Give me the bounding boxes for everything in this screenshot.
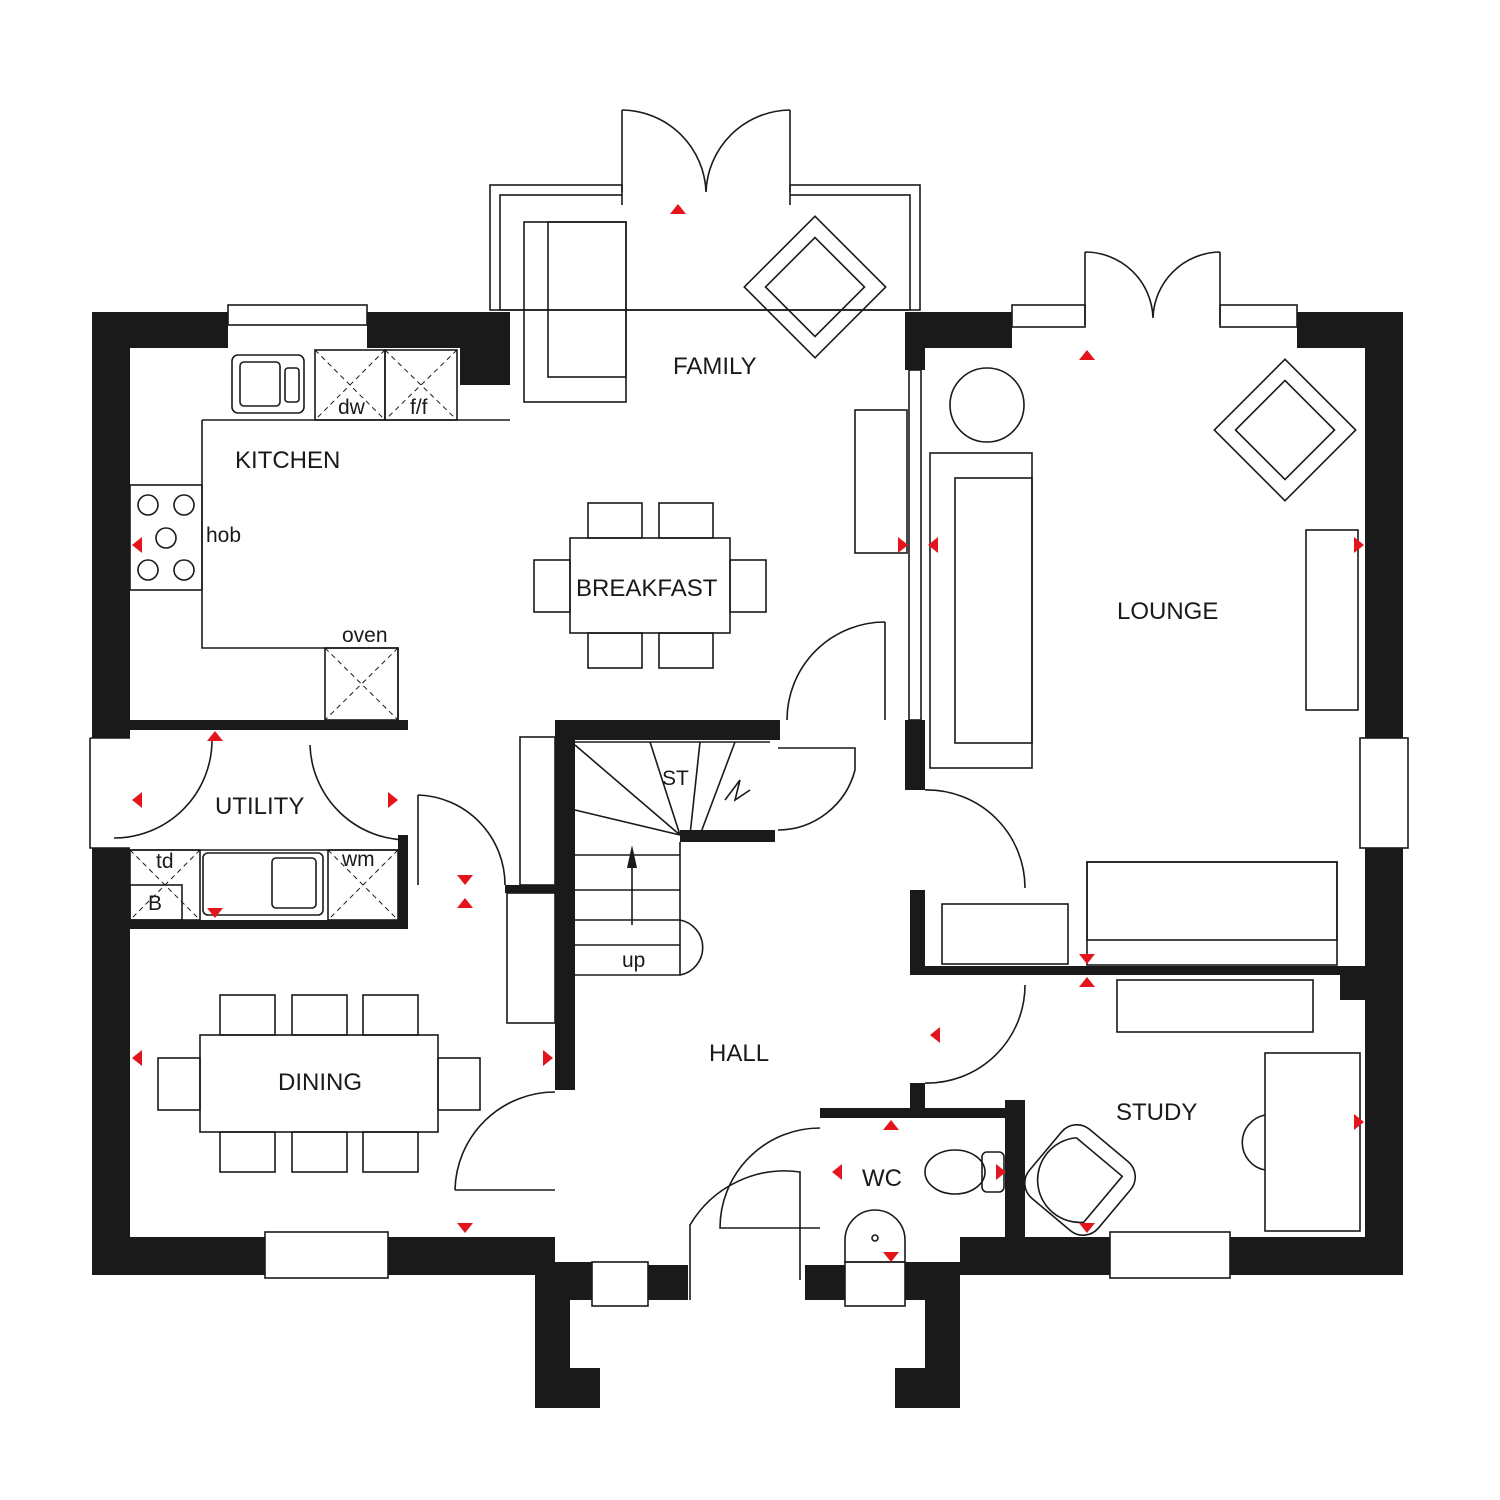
oven-label: oven: [342, 624, 388, 647]
boiler-label: B: [148, 892, 162, 915]
room-label-family: FAMILY: [673, 353, 757, 380]
room-label-breakfast: BREAKFAST: [576, 575, 718, 602]
room-label-wc: WC: [862, 1165, 902, 1192]
electrical-markers: [132, 204, 1364, 1262]
stairs-up-label: up: [622, 949, 645, 972]
room-label-lounge: LOUNGE: [1117, 598, 1218, 625]
fridge-freezer-label: f/f: [410, 396, 428, 419]
internal-walls: [130, 348, 1365, 1237]
store-label: ST: [662, 767, 689, 790]
tumble-dryer-label: td: [156, 850, 174, 873]
external-walls: [92, 312, 1403, 1408]
washing-machine-label: wm: [341, 848, 375, 871]
windows: [227, 251, 1409, 1307]
dishwasher-label: dw: [338, 396, 366, 419]
doors: [89, 621, 1026, 1300]
furniture: [157, 215, 1361, 1263]
room-label-utility: UTILITY: [215, 793, 304, 820]
utility-units: [129, 849, 399, 921]
family-extension-frame: [489, 109, 921, 311]
room-label-hall: HALL: [709, 1040, 769, 1067]
hob-label: hob: [206, 524, 241, 547]
room-label-dining: DINING: [278, 1069, 362, 1096]
room-label-kitchen: KITCHEN: [235, 447, 340, 474]
staircase: [574, 741, 770, 976]
room-label-study: STUDY: [1116, 1099, 1197, 1126]
kitchen-units: [129, 349, 510, 721]
